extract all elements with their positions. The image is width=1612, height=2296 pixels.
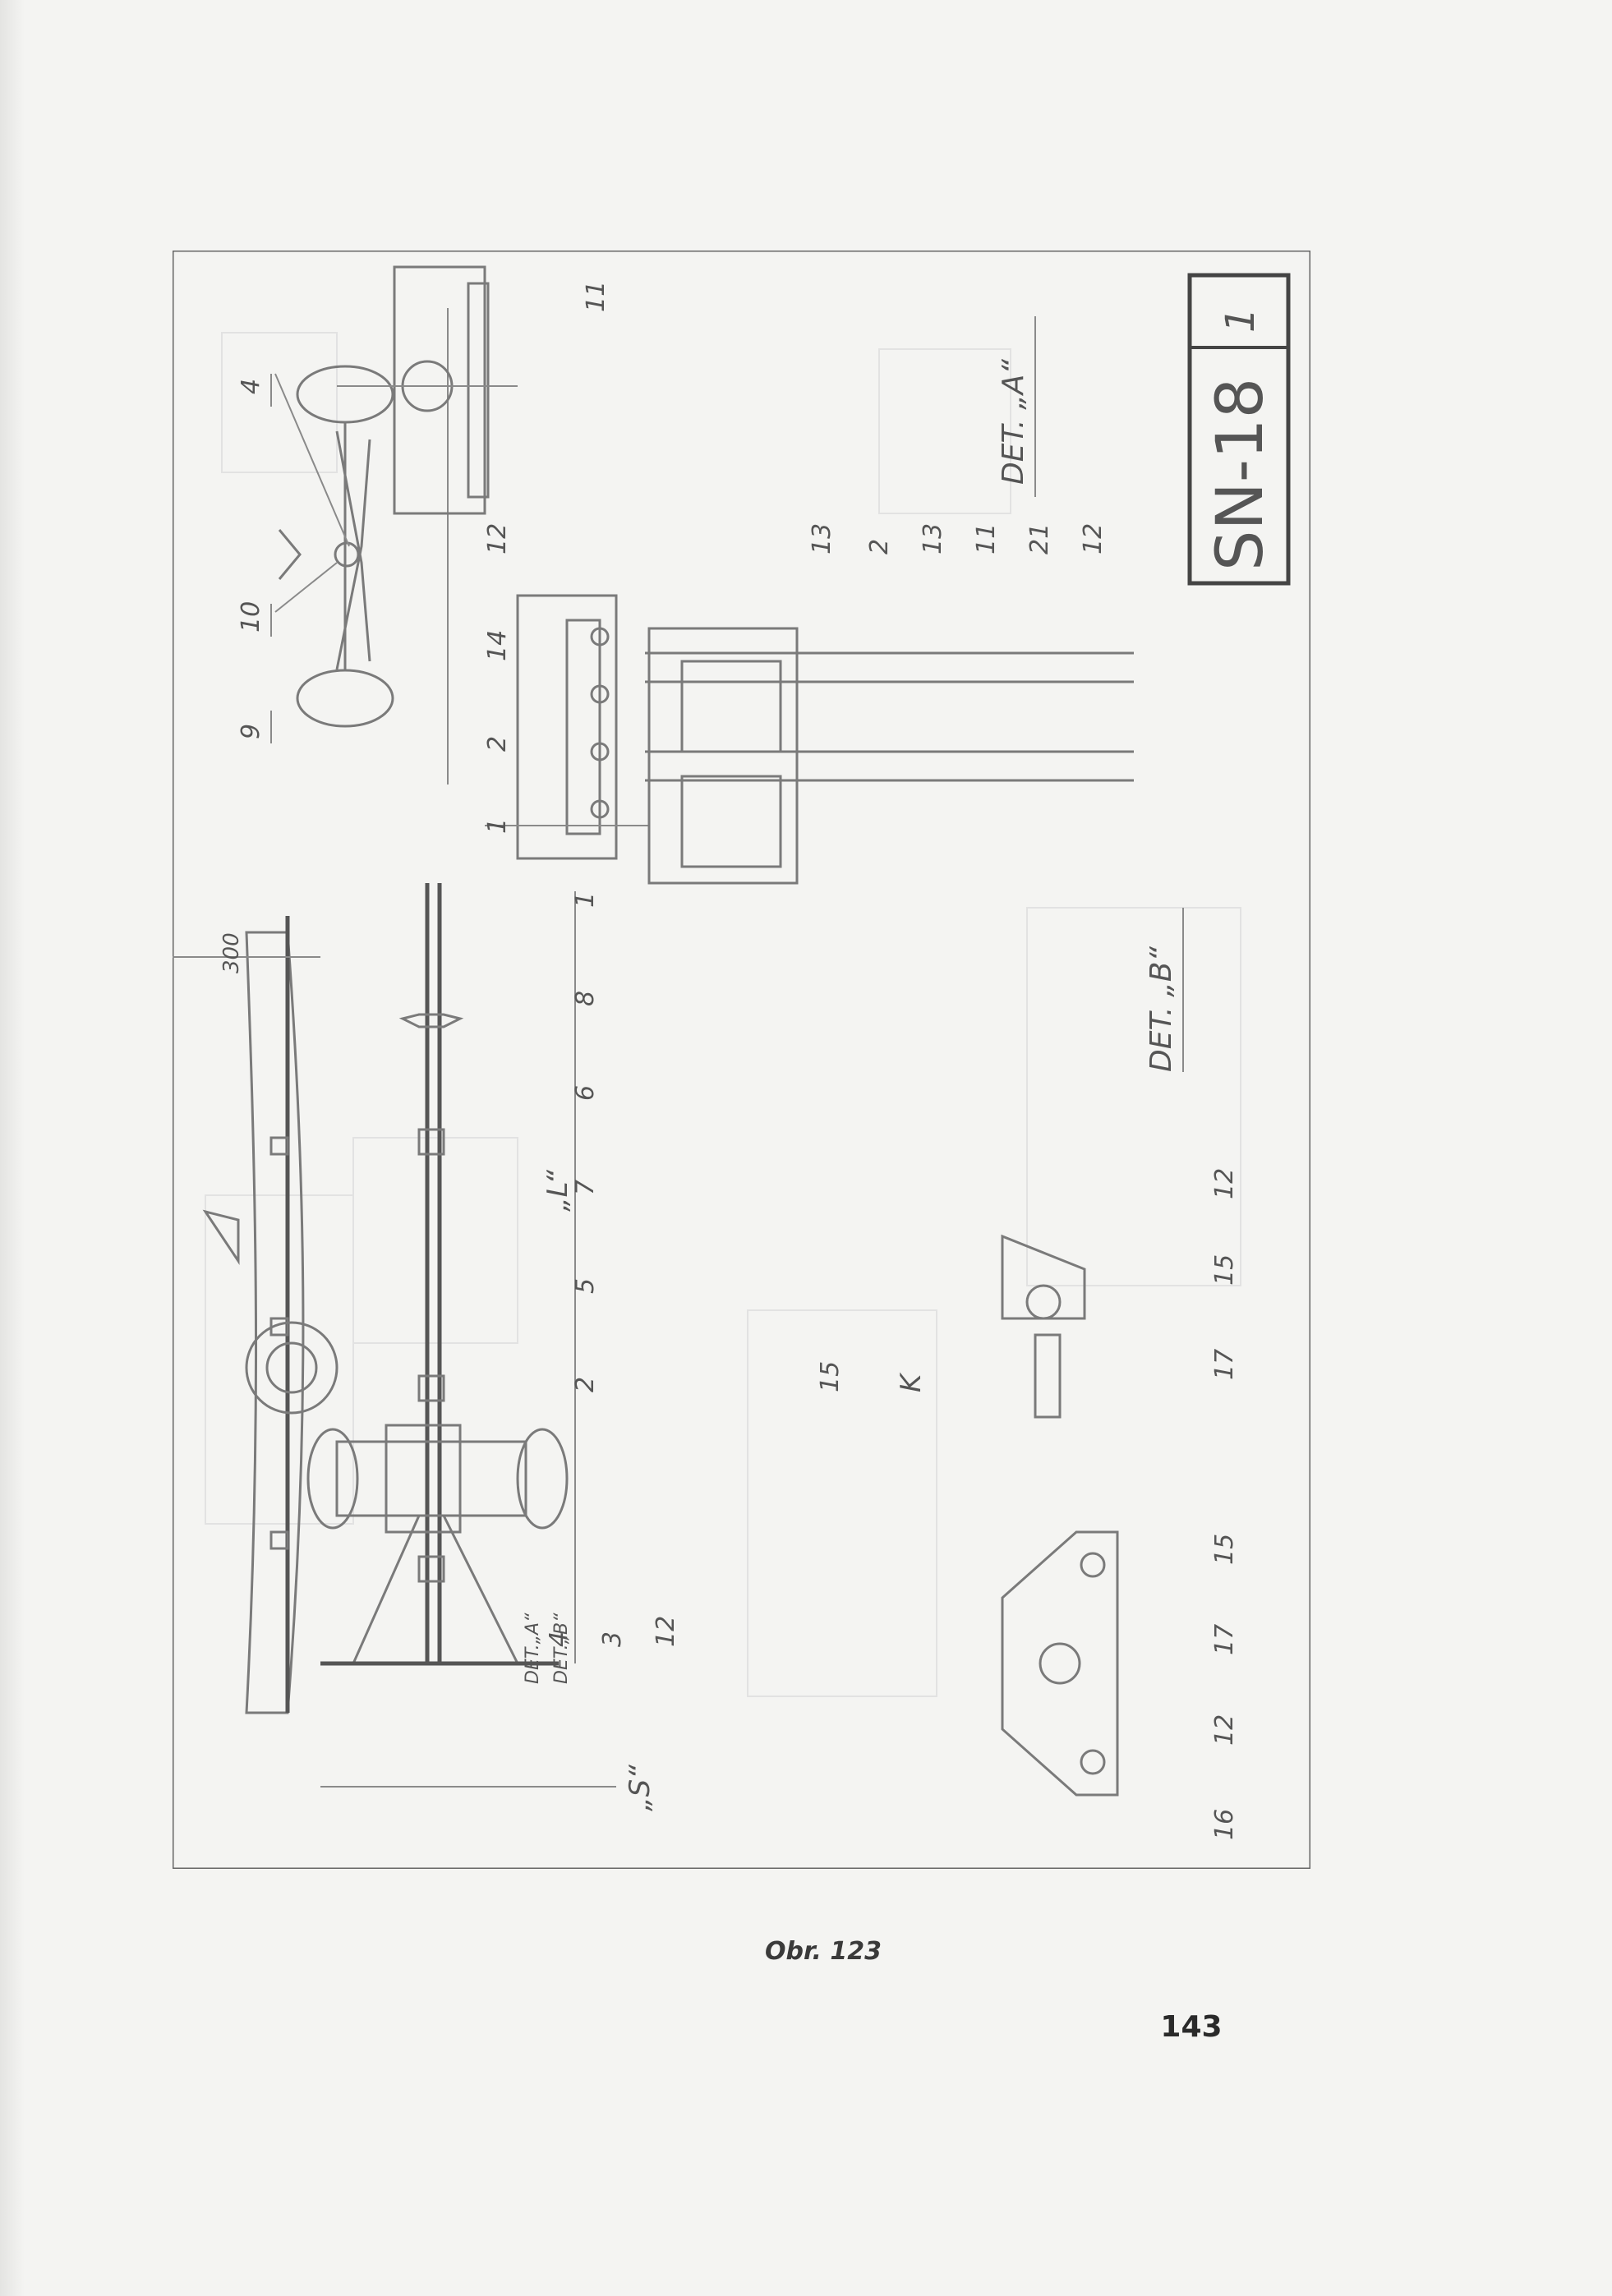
detail-b-title: DET. „B“ bbox=[1145, 946, 1178, 1072]
label-17d: 17 bbox=[1210, 1349, 1239, 1380]
detail-a-title: DET. „A“ bbox=[997, 359, 1030, 485]
label-13: 13 bbox=[808, 523, 836, 554]
dimension-l: „L“ bbox=[541, 1170, 574, 1212]
dimension-300: 300 bbox=[219, 932, 244, 973]
marker-k: K bbox=[895, 1372, 928, 1392]
label-14: 14 bbox=[483, 630, 512, 661]
label-17e: 17 bbox=[1210, 1624, 1239, 1655]
det-b-reference: DET.„B“ bbox=[551, 1613, 572, 1684]
detail-a-clamp: 1 2 14 12 bbox=[483, 523, 649, 860]
label-15e: 15 bbox=[1210, 1534, 1239, 1565]
label-4: 4 bbox=[237, 379, 265, 394]
label-12e: 12 bbox=[1210, 1714, 1239, 1746]
label-10: 10 bbox=[237, 601, 265, 633]
label-9: 9 bbox=[237, 724, 265, 739]
page-edge-shadow bbox=[0, 0, 25, 2296]
label-12d: 12 bbox=[1210, 1168, 1239, 1199]
title-block: SN-18 1 bbox=[1187, 273, 1291, 586]
front-view bbox=[278, 308, 449, 785]
label-2c: 2 bbox=[571, 1377, 600, 1392]
det-a-reference: DET.„A“ bbox=[523, 1613, 543, 1684]
label-5: 5 bbox=[571, 1278, 600, 1294]
label-2: 2 bbox=[483, 736, 512, 752]
side-view: 300 bbox=[173, 916, 339, 1714]
label-3: 3 bbox=[598, 1631, 627, 1647]
label-1c: 1 bbox=[571, 892, 600, 908]
label-11b: 11 bbox=[972, 523, 1001, 554]
detail-a-section: 11 DET. „A“ bbox=[337, 265, 1036, 515]
label-13b: 13 bbox=[919, 523, 947, 554]
technical-drawing: SN-18 1 9 10 4 bbox=[173, 251, 1310, 1869]
dimension-s: „S“ bbox=[624, 1765, 656, 1811]
label-12b: 12 bbox=[1079, 523, 1108, 554]
label-15c: 15 bbox=[816, 1361, 845, 1392]
drawing-frame bbox=[173, 251, 1310, 1869]
bleed-through bbox=[205, 332, 1241, 1697]
plan-view-labels: 1 8 6 7 5 2 15 K 4 3 12 bbox=[545, 892, 928, 1647]
figure-caption: Obr. 123 bbox=[765, 1937, 882, 1966]
detail-b: DET. „B“ 12 15 17 15 17 12 16 bbox=[1001, 908, 1239, 1840]
title-block-code: SN-18 bbox=[1204, 378, 1278, 571]
label-8: 8 bbox=[571, 991, 600, 1006]
label-16: 16 bbox=[1210, 1809, 1239, 1840]
plan-view: „L“ „S“ DET.„A“ DET.„B“ bbox=[306, 883, 656, 1811]
label-4b: 4 bbox=[545, 1631, 573, 1647]
label-11: 11 bbox=[582, 281, 610, 312]
label-6: 6 bbox=[571, 1085, 600, 1101]
page-number: 143 bbox=[1160, 2010, 1223, 2044]
label-7: 7 bbox=[571, 1180, 600, 1195]
label-12c: 12 bbox=[652, 1616, 680, 1647]
label-2b: 2 bbox=[865, 539, 894, 554]
label-1: 1 bbox=[483, 818, 512, 834]
label-21: 21 bbox=[1025, 523, 1054, 554]
label-15d: 15 bbox=[1210, 1254, 1239, 1286]
detail-a-plates: 13 2 13 11 21 12 bbox=[645, 523, 1134, 885]
label-12: 12 bbox=[483, 523, 512, 554]
title-block-sheet: 1 bbox=[1218, 307, 1264, 333]
front-view-labels: 9 10 4 bbox=[237, 373, 350, 743]
